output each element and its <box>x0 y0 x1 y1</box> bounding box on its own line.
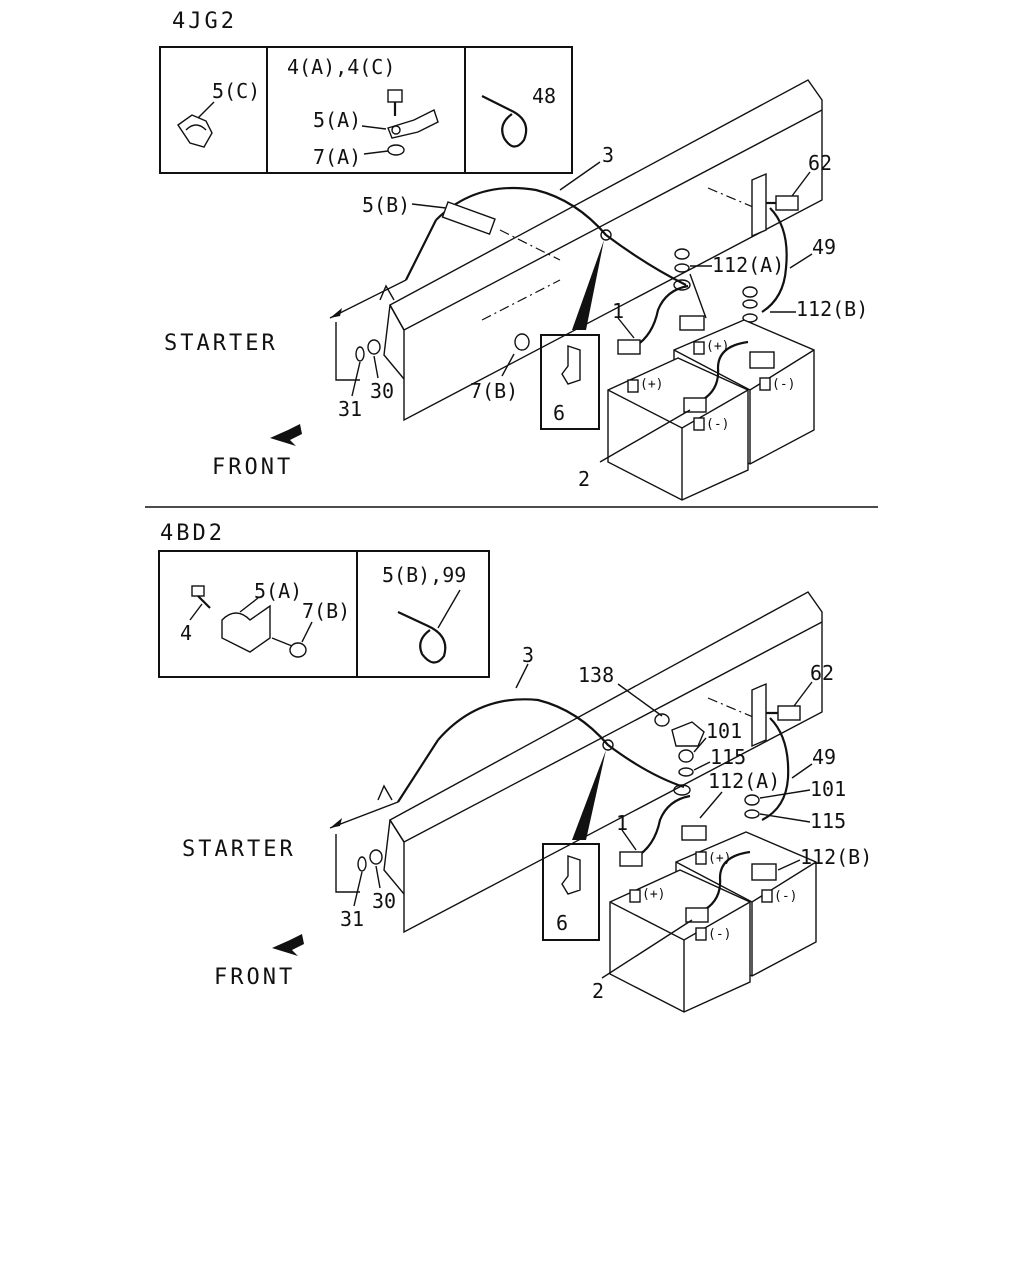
ground-cable-49-4bd2 <box>761 717 790 821</box>
bolt-62-4jg2 <box>751 172 799 238</box>
label-49-4jg2: 49 <box>812 235 836 259</box>
clamp-5c-illustration <box>177 101 215 148</box>
label-5a: 5(A) <box>313 108 361 132</box>
bolt-clip-nut-illustration <box>361 89 439 156</box>
front-label-4bd2: FRONT <box>214 965 295 990</box>
label-115-4bd2: 115 <box>710 745 746 769</box>
label-62-4jg2: 62 <box>808 151 832 175</box>
cover-box-4jg2 <box>540 334 600 430</box>
front-arrow-icon <box>272 934 304 956</box>
frame-rail-4jg2 <box>383 79 823 422</box>
batteries-4jg2 <box>607 319 815 501</box>
label-5b-99-4bd2: 5(B),99 <box>382 563 466 587</box>
neg-mark-2: (-) <box>772 377 795 392</box>
bolt-clamp-nut-illustration-4bd2 <box>191 585 307 658</box>
neg-mark-3: (-) <box>708 927 731 942</box>
neg-mark-4: (-) <box>774 889 797 904</box>
label-1-4jg2: 1 <box>612 299 624 323</box>
battery-terminals-4bd2: (+) (+) (-) (-) <box>629 851 797 942</box>
label-30-4bd2: 30 <box>372 889 396 913</box>
label-62-4bd2: 62 <box>810 661 834 685</box>
inset-panel-4jg2 <box>159 46 573 174</box>
frame-rail-4bd2 <box>383 591 823 934</box>
label-3-4bd2: 3 <box>522 643 534 667</box>
cable-3-4jg2 <box>329 186 691 319</box>
pos-mark-2: (+) <box>706 339 729 354</box>
engine-title-4bd2: 4BD2 <box>160 521 225 546</box>
label-4a-4c: 4(A),4(C) <box>287 55 395 79</box>
battery-terminals-4jg2: (+) (+) (-) (-) <box>627 339 795 432</box>
terminal-138-4bd2 <box>654 713 705 777</box>
label-5a-4bd2: 5(A) <box>254 579 302 603</box>
neg-mark-1: (-) <box>706 417 729 432</box>
bolt-62-4bd2 <box>751 682 801 748</box>
label-49-4bd2: 49 <box>812 745 836 769</box>
label-31-4bd2: 31 <box>340 907 364 931</box>
nuts-112a-4jg2 <box>674 248 690 273</box>
label-1-4bd2: 1 <box>616 811 628 835</box>
label-112a-4jg2: 112(A) <box>712 253 784 277</box>
inset-panel-4bd2 <box>158 550 490 678</box>
label-7a: 7(A) <box>313 145 361 169</box>
label-3-4jg2: 3 <box>602 143 614 167</box>
cable-tie-illustration <box>481 95 528 148</box>
front-label-4jg2: FRONT <box>212 455 293 480</box>
label-7b-inset-4bd2: 7(B) <box>302 599 350 623</box>
label-48: 48 <box>532 84 556 108</box>
label-6-4jg2: 6 <box>553 401 565 425</box>
starter-label-4jg2: STARTER <box>164 331 278 356</box>
cable-2-4bd2 <box>695 850 751 916</box>
label-2-4jg2: 2 <box>578 467 590 491</box>
front-arrow-icon <box>270 424 302 446</box>
label-112b-4bd2: 112(B) <box>800 845 872 869</box>
label-5b-4jg2: 5(B) <box>362 193 410 217</box>
label-31-4jg2: 31 <box>338 397 362 421</box>
label-5c: 5(C) <box>212 79 260 103</box>
label-101b-4bd2: 101 <box>810 777 846 801</box>
label-138-4bd2: 138 <box>578 663 614 687</box>
label-30-4jg2: 30 <box>370 379 394 403</box>
cable-3-4bd2 <box>329 698 691 829</box>
label-6-4bd2: 6 <box>556 911 568 935</box>
cover-box-4bd2 <box>542 843 600 941</box>
label-112a-4bd2: 112(A) <box>708 769 780 793</box>
cable-2-4jg2 <box>693 340 749 406</box>
label-101-4bd2: 101 <box>706 719 742 743</box>
nuts-112b-4jg2 <box>742 286 758 323</box>
label-7b-4jg2: 7(B) <box>470 379 518 403</box>
starter-label-4bd2: STARTER <box>182 837 296 862</box>
engine-title-4jg2: 4JG2 <box>172 9 237 34</box>
label-4-4bd2: 4 <box>180 621 192 645</box>
pos-mark-4: (+) <box>708 851 731 866</box>
ground-cable-49-4jg2 <box>761 207 788 313</box>
pos-mark-3: (+) <box>642 887 665 902</box>
label-2-4bd2: 2 <box>592 979 604 1003</box>
pos-mark-1: (+) <box>640 377 663 392</box>
label-112b-4jg2: 112(B) <box>796 297 868 321</box>
cable-tie-illustration-4bd2 <box>397 611 447 664</box>
label-115b-4bd2: 115 <box>810 809 846 833</box>
